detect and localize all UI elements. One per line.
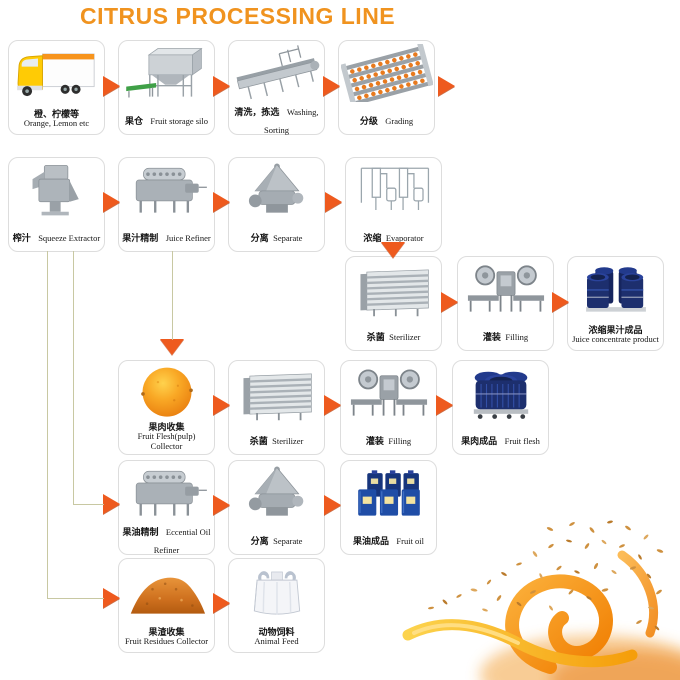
node-label: 榨汁 Squeeze Extractor — [12, 233, 101, 244]
filling-machine-icon — [467, 265, 544, 312]
node-label: 杀菌 Sterilizer — [366, 332, 421, 343]
node-label: 果肉成品 Fruit flesh — [461, 436, 540, 447]
arrow-refiner-to-pulp-collector — [160, 339, 184, 355]
arrow-sterilizer-to-filling2 — [324, 395, 341, 415]
arrow-evaporator-to-sterilizer — [381, 242, 405, 258]
node-label: 果肉收集 Fruit Flesh(pulp) Collector — [137, 422, 196, 451]
node-label: 分离 Separate — [250, 536, 303, 547]
arrow-filling-to-product — [552, 292, 569, 312]
separator-icon — [248, 163, 303, 213]
node-label: 果油精制 Eccential Oil Refiner — [122, 527, 211, 555]
arrow-filling-to-flesh — [436, 395, 453, 415]
residue-pile-icon — [130, 577, 205, 614]
node-filling-1: 灌装 Filling — [457, 256, 554, 351]
connector-refiner-to-pulp-vertical — [172, 251, 173, 340]
arrow-separate-to-oil — [324, 495, 341, 515]
node-label: 浓缩 Evaporator — [363, 233, 424, 244]
juice-refiner-icon — [135, 167, 207, 213]
node-label: 果油成品 Fruit oil — [352, 536, 425, 547]
storage-silo-icon — [125, 47, 203, 98]
node-pulp-collector: 果肉收集 Fruit Flesh(pulp) Collector — [118, 360, 215, 455]
oil-refiner-icon — [135, 470, 207, 516]
node-label: 果渣收集 Fruit Residues Collector — [124, 627, 209, 647]
node-label: 杀菌 Sterilizer — [249, 436, 304, 447]
node-animal-feed: 动物饲料 Animal Feed — [228, 558, 325, 653]
node-label: 果汁精制 Juice Refiner — [122, 233, 211, 244]
node-label: 分离 Separate — [250, 233, 303, 244]
orange-pulp-icon — [140, 367, 193, 417]
node-label: 清洗，拣选 Washing, Sorting — [234, 107, 319, 135]
node-fruit-oil-product: 果油成品 Fruit oil — [340, 460, 437, 555]
node-squeeze-extractor: 榨汁 Squeeze Extractor — [8, 157, 105, 252]
node-evaporator: 浓缩 Evaporator — [345, 157, 442, 252]
filling-machine-icon — [350, 369, 427, 416]
feed-bag-icon — [253, 571, 300, 615]
node-label: 橙、柠檬等 Orange, Lemon etc — [23, 109, 90, 129]
arrow-extractor-to-residues — [103, 588, 120, 608]
node-label: 浓缩果汁成品 Juice concentrate product — [572, 325, 659, 345]
node-essential-oil-refiner: 果油精制 Eccential Oil Refiner — [118, 460, 215, 555]
connector-extractor-to-residues-vertical — [47, 251, 48, 599]
node-label: 分级 Grading — [359, 116, 414, 127]
evaporator-icon — [360, 167, 429, 210]
connector-extractor-to-oil-refiner-vertical — [73, 251, 74, 504]
arrow-oil-refiner-to-separate — [213, 495, 230, 515]
arrow-residues-to-feed — [213, 593, 230, 613]
connector-extractor-to-oil-refiner-horizontal — [73, 504, 104, 505]
node-residues-collector: 果渣收集 Fruit Residues Collector — [118, 558, 215, 653]
arrow-silo-to-washing — [213, 76, 230, 96]
squeeze-extractor-icon — [32, 165, 79, 216]
arrow-sterilizer-to-filling — [441, 292, 458, 312]
arrow-extractor-to-oil-refiner — [103, 494, 120, 514]
node-filling-2: 灌装 Filling — [340, 360, 437, 455]
page-title: CITRUS PROCESSING LINE — [80, 3, 396, 29]
node-fruit-storage-silo: 果仓 Fruit storage silo — [118, 40, 215, 135]
grading-machine-icon — [340, 44, 433, 102]
node-label: 灌装 Filling — [482, 332, 529, 343]
arrow-pulp-to-sterilizer — [213, 395, 230, 415]
arrow-washing-to-grading — [323, 76, 340, 96]
node-grading: 分级 Grading — [338, 40, 435, 135]
node-label: 灌装 Filling — [365, 436, 412, 447]
node-washing-sorting: 清洗，拣选 Washing, Sorting — [228, 40, 325, 135]
separator-icon — [248, 466, 303, 516]
truck-icon — [16, 53, 95, 97]
node-sterilizer-1: 杀菌 Sterilizer — [345, 256, 442, 351]
node-juice-concentrate-product: 浓缩果汁成品 Juice concentrate product — [567, 256, 664, 351]
orange-juice-splash-graphic — [402, 520, 680, 680]
node-juice-refiner: 果汁精制 Juice Refiner — [118, 157, 215, 252]
sterilizer-icon — [359, 269, 429, 317]
arrow-separate-to-evaporator — [325, 192, 342, 212]
flesh-bin-icon — [473, 371, 528, 419]
seed-particles — [428, 520, 664, 631]
arrow-grading-out — [438, 76, 455, 96]
concentrate-drums-icon — [585, 267, 646, 312]
connector-extractor-to-residues-horizontal — [47, 598, 104, 599]
sterilizer-icon — [242, 373, 312, 421]
washing-line-icon — [236, 45, 319, 100]
node-label: 动物饲料 Animal Feed — [254, 627, 299, 647]
node-separate-1: 分离 Separate — [228, 157, 325, 252]
node-sterilizer-2: 杀菌 Sterilizer — [228, 360, 325, 455]
node-label: 果仓 Fruit storage silo — [124, 116, 209, 127]
oil-cans-icon — [357, 470, 420, 516]
node-separate-2: 分离 Separate — [228, 460, 325, 555]
arrow-extractor-to-refiner — [103, 192, 120, 212]
node-fruit-flesh-product: 果肉成品 Fruit flesh — [452, 360, 549, 455]
arrow-refiner-to-separate — [213, 192, 230, 212]
arrow-truck-to-silo — [103, 76, 120, 96]
node-orange-lemon: 橙、柠檬等 Orange, Lemon etc — [8, 40, 105, 135]
